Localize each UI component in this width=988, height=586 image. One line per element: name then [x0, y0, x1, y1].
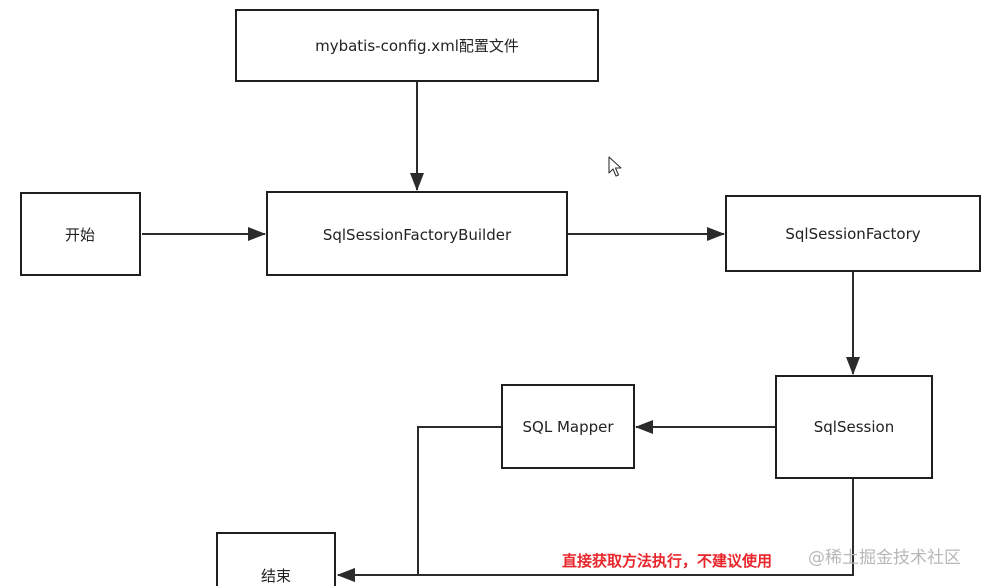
edge-session-to-end — [337, 479, 854, 582]
node-mapper-label: SQL Mapper — [522, 418, 614, 436]
node-start: 开始 — [20, 192, 141, 276]
annotation-text: 直接获取方法执行，不建议使用 — [562, 552, 772, 570]
node-mapper: SQL Mapper — [501, 384, 635, 469]
node-builder-label: SqlSessionFactoryBuilder — [323, 226, 512, 244]
edge-mapper-to-end — [337, 426, 501, 582]
node-factory: SqlSessionFactory — [725, 195, 981, 272]
node-session: SqlSession — [775, 375, 933, 479]
node-start-label: 开始 — [65, 226, 95, 244]
node-end: 结束 — [216, 532, 336, 586]
node-config-file-label: mybatis-config.xml配置文件 — [315, 37, 519, 55]
node-end-label: 结束 — [261, 567, 291, 585]
watermark-text: @稀土掘金技术社区 — [808, 548, 961, 568]
node-factory-label: SqlSessionFactory — [785, 225, 920, 243]
mouse-pointer-icon — [608, 156, 622, 177]
node-builder: SqlSessionFactoryBuilder — [266, 191, 568, 276]
node-config-file: mybatis-config.xml配置文件 — [235, 9, 599, 82]
node-session-label: SqlSession — [814, 418, 894, 436]
